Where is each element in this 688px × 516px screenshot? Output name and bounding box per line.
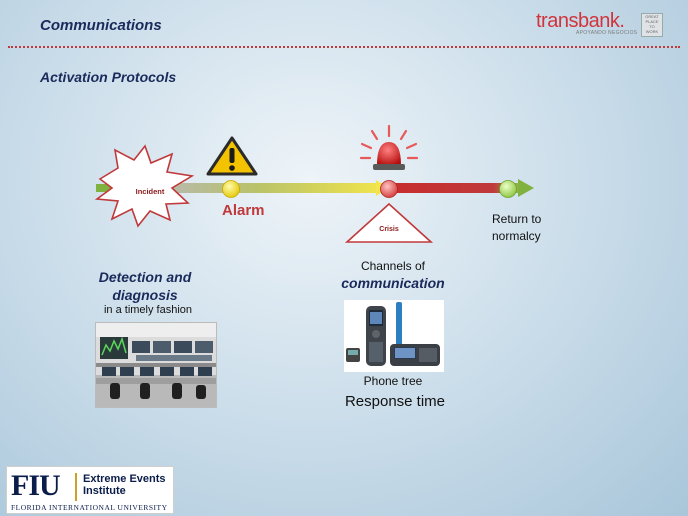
fiu-name-line2: Institute [83, 485, 126, 497]
start-arrow [96, 184, 118, 192]
response-time-caption: Response time [344, 393, 446, 410]
channels-heading: Channels of [360, 259, 426, 273]
crisis-triangle-shape [344, 202, 434, 243]
return-marker [499, 180, 517, 198]
crisis-marker [380, 180, 398, 198]
return-to-normalcy-label: Return to normalcy [492, 211, 552, 245]
satellite-phones-photo [344, 300, 444, 372]
badge-line: GREAT [645, 14, 659, 19]
badge-line: PLACE [645, 19, 659, 24]
phone-tree-caption: Phone tree [363, 374, 423, 388]
transbank-logo: transbank. [536, 10, 625, 32]
incident-burst-shape [94, 144, 195, 228]
control-room-photo [95, 322, 217, 408]
badge-line: WORK [645, 29, 659, 34]
fiu-university: FLORIDA INTERNATIONAL UNIVERSITY [11, 503, 168, 512]
header-divider [8, 46, 680, 48]
great-place-to-work-badge: GREAT PLACE TO WORK [641, 13, 663, 37]
fiu-institute-name: Extreme Events Institute [83, 473, 166, 497]
section-title: Activation Protocols [40, 69, 177, 85]
detection-caption: in a timely fashion [103, 304, 193, 316]
timeline-segment-alarm [150, 183, 386, 193]
incident-label: Incident [136, 187, 165, 196]
timeline-segment-crisis [388, 183, 520, 193]
communication-heading: communication [341, 275, 445, 291]
crisis-label: Crisis [379, 226, 399, 233]
badge-line: TO [649, 24, 655, 29]
warning-icon [206, 136, 258, 176]
fiu-logo: FIU Extreme Events Institute FLORIDA INT… [6, 466, 174, 514]
fiu-divider [75, 473, 77, 501]
detection-line2: diagnosis [112, 287, 178, 303]
detection-line1: Detection and [98, 269, 192, 285]
transbank-tagline: APOYANDO NEGOCIOS [576, 30, 638, 36]
return-arrowhead [518, 179, 534, 197]
fiu-mark: FIU [11, 469, 61, 502]
fiu-name-line1: Extreme Events [83, 473, 166, 485]
siren-icon [359, 124, 419, 170]
return-label-line1: Return to [492, 212, 542, 226]
alarm-marker [222, 180, 240, 198]
return-label-line2: normalcy [492, 229, 541, 243]
detection-heading: Detection and diagnosis [70, 268, 220, 304]
slide-title: Communications [40, 17, 162, 34]
alarm-label: Alarm [222, 202, 265, 219]
